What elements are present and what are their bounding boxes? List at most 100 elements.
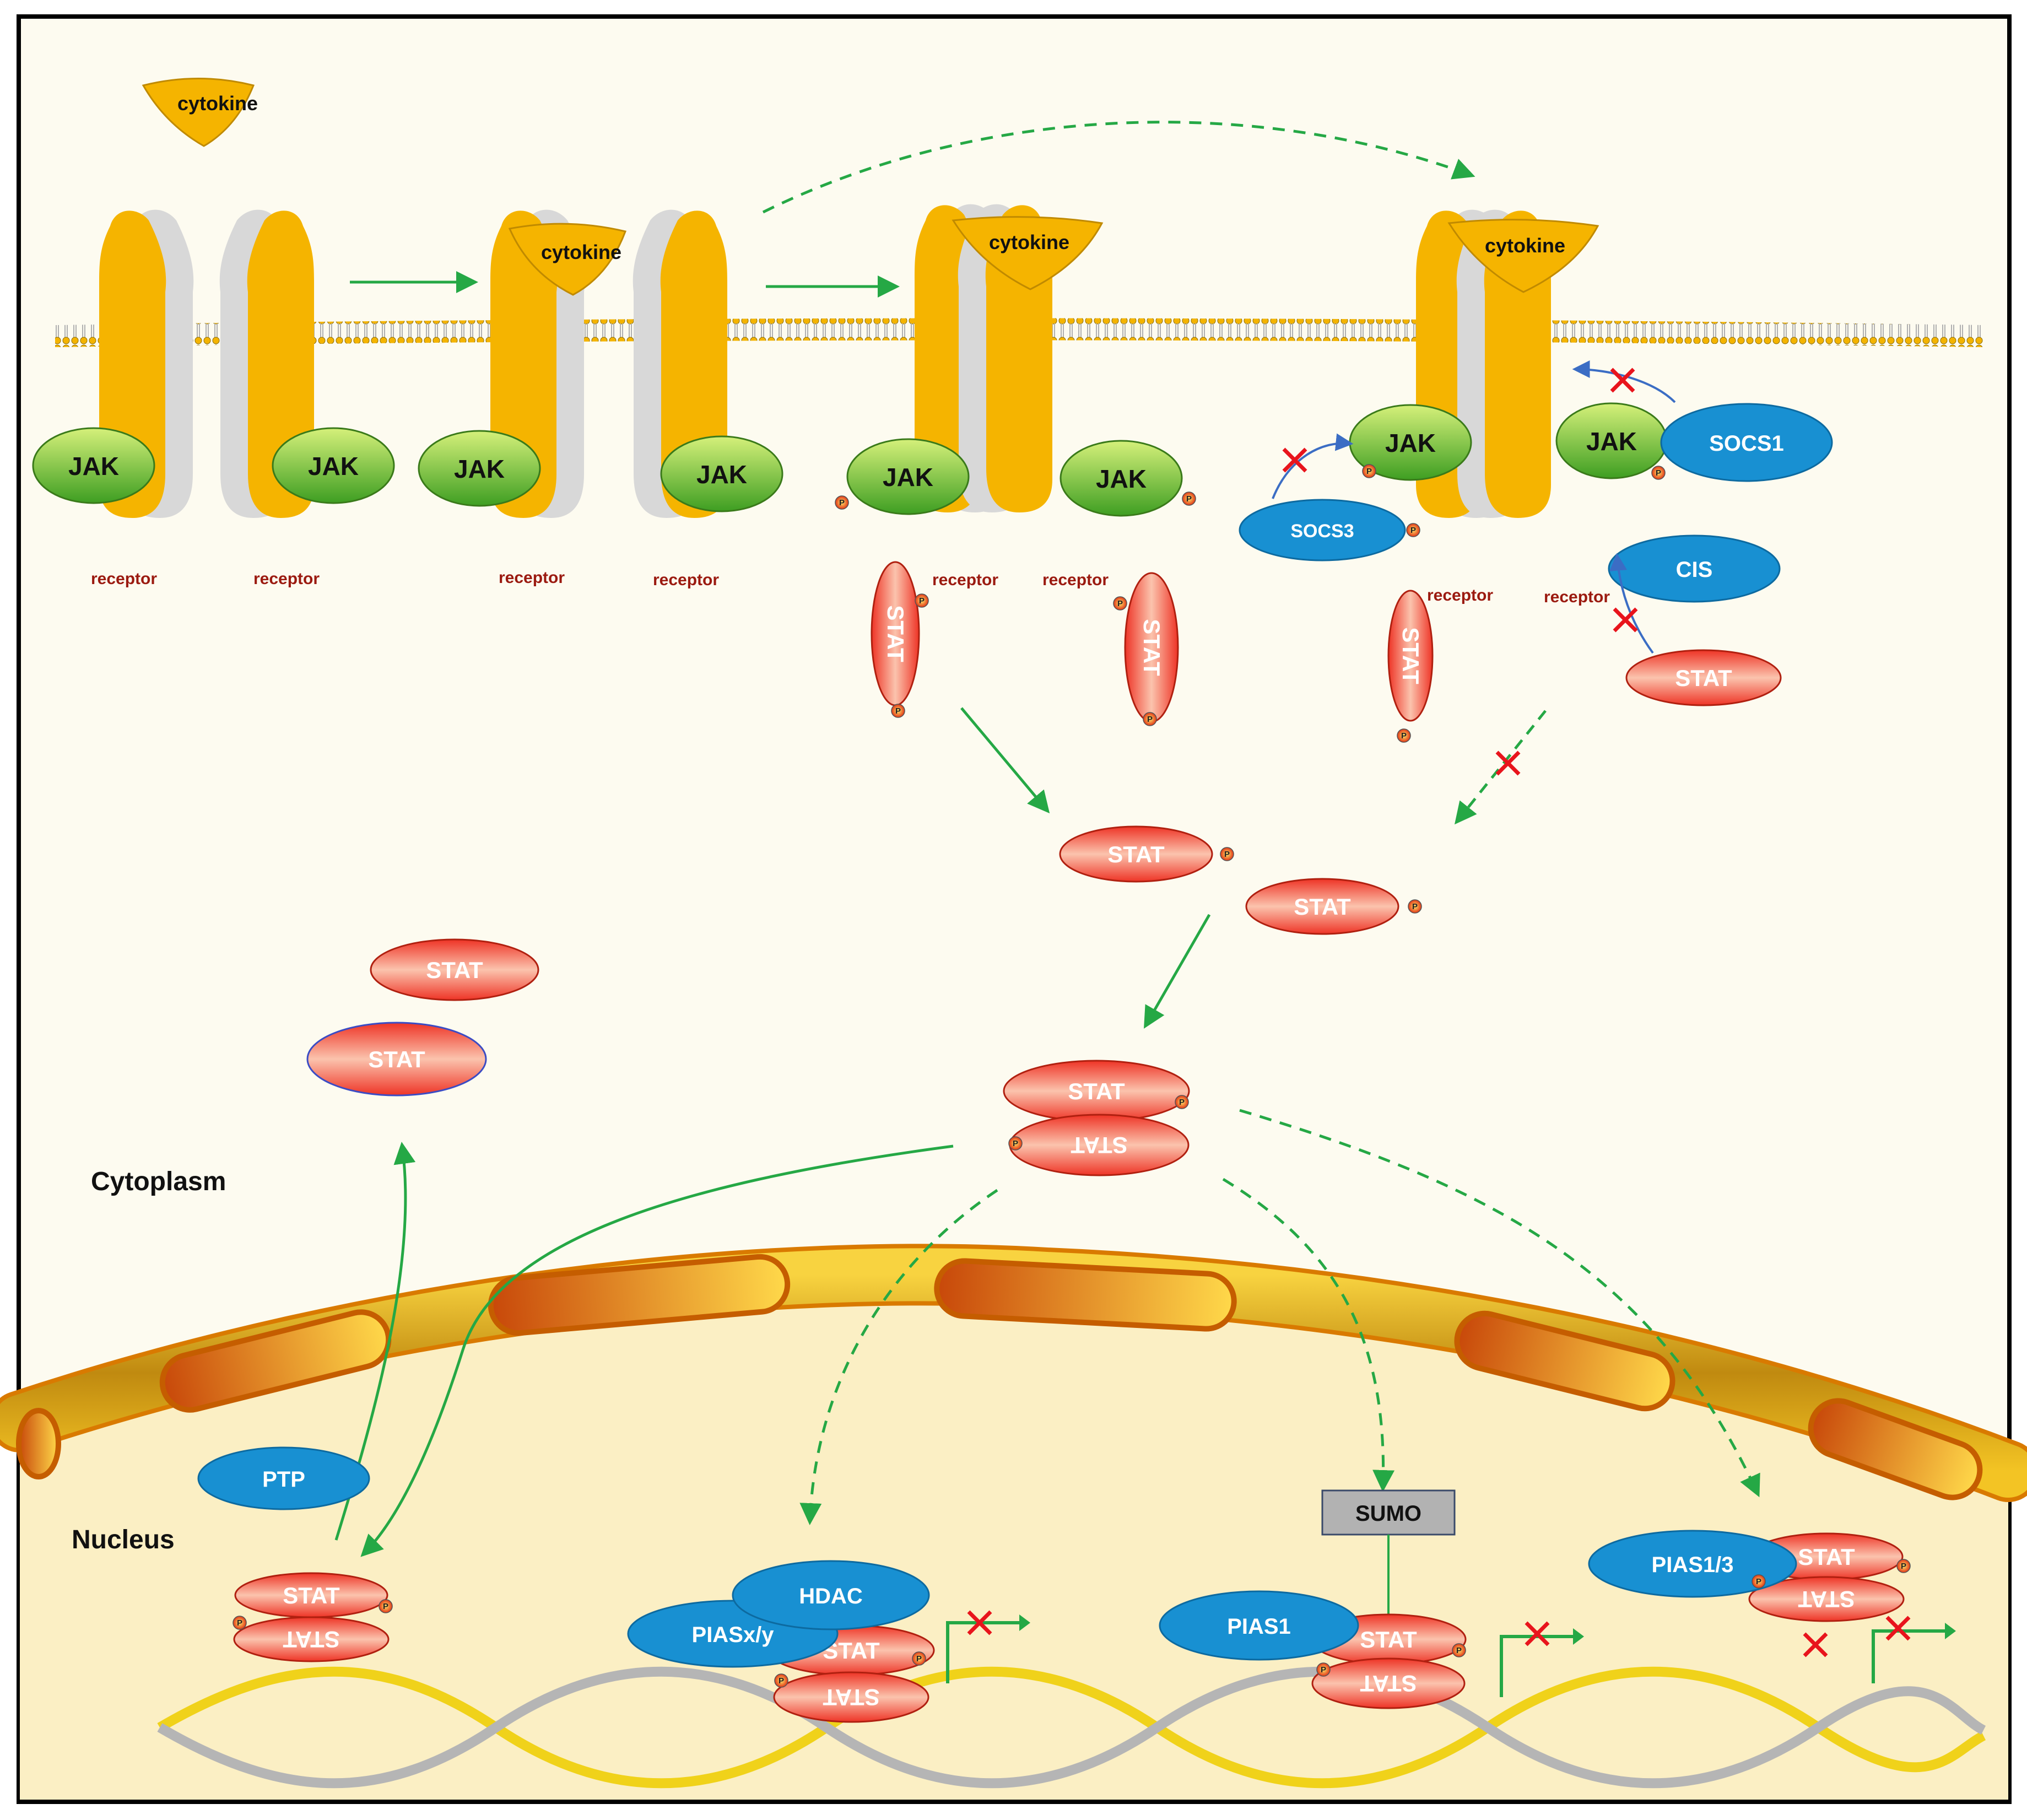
stage-3: cytokine JAK JAK P P receptor receptor S… [835, 204, 1196, 726]
stat-label: STAT [1675, 665, 1732, 691]
stat-protein-dephosphorylated: STAT [306, 1022, 487, 1097]
piasxy-label: PIASx/y [692, 1623, 775, 1647]
stat-label: STAT [1798, 1544, 1855, 1570]
svg-text:P: P [779, 1676, 784, 1686]
stat-label: STAT [1360, 1627, 1417, 1652]
receptor-label: receptor [253, 570, 320, 588]
phosphate-group: P [774, 1673, 788, 1688]
phosphate-group: P [1406, 523, 1420, 537]
nuclear-pore [159, 1309, 392, 1413]
svg-text:P: P [1186, 494, 1192, 504]
nuclear-pore [488, 1254, 791, 1336]
phosphate-group: P [1182, 492, 1196, 506]
stat-label: STAT [426, 957, 483, 983]
activation-arrow [960, 707, 1050, 814]
transcription-start-blocked [946, 1610, 1030, 1683]
phosphate-group: P [1408, 899, 1422, 914]
cytokine-label: cytokine [1485, 234, 1565, 257]
jak-label: JAK [308, 452, 359, 480]
jak-protein: JAK [1555, 402, 1668, 479]
stat-label: STAT [1294, 894, 1351, 920]
stat-dimer: STAT STAT [1003, 1060, 1190, 1176]
stage-1: cytokine JAK JAK receptor receptor [32, 78, 395, 588]
jak-protein: JAK [272, 427, 395, 504]
block-mark [1282, 447, 1307, 473]
stat-label-inverted: STAT [283, 1627, 340, 1652]
svg-text:P: P [1366, 467, 1372, 476]
blocked-arrow [1572, 360, 1676, 403]
block-mark [1495, 750, 1521, 776]
nuclear-pore [1808, 1398, 1983, 1500]
pias13-protein: PIAS1/3 [1588, 1530, 1797, 1598]
phosphate-group: P [1175, 1095, 1189, 1109]
socs1-label: SOCS1 [1709, 431, 1784, 456]
svg-text:P: P [1412, 902, 1418, 911]
pias1-label: PIAS1 [1227, 1614, 1291, 1639]
stat-protein-phosphorylated: STAT [1245, 878, 1399, 935]
jak-protein: JAK [1060, 440, 1183, 517]
transcription-start-blocked [1872, 1616, 1956, 1683]
phosphate-group: P [915, 593, 929, 608]
svg-text:P: P [1179, 1098, 1185, 1107]
nuclear-pore [934, 1258, 1237, 1332]
nuclear-envelope [0, 1244, 2027, 1502]
jak-protein: JAK [32, 427, 155, 504]
stat-dimer-on-dna: STAT STAT [233, 1572, 390, 1662]
cytokine-ligand: cytokine [508, 223, 627, 296]
phosphate-group: P [1452, 1643, 1466, 1657]
phosphate-group: P [835, 495, 849, 510]
svg-text:P: P [1013, 1139, 1018, 1148]
phosphate-group: P [1220, 847, 1234, 861]
jak-protein: JAK [418, 430, 541, 507]
receptor-label: receptor [1427, 586, 1493, 604]
phosphate-group: P [1896, 1559, 1911, 1573]
socs3-protein: SOCS3 [1239, 499, 1406, 561]
jak-label: JAK [68, 452, 119, 480]
stat-label: STAT [368, 1046, 425, 1072]
jak-label: JAK [1586, 427, 1637, 456]
phosphate-group: P [1008, 1136, 1023, 1151]
receptor-label: receptor [932, 571, 998, 589]
hdac-label: HDAC [799, 1584, 863, 1608]
cytokine-label: cytokine [989, 231, 1069, 253]
nuclear-pore [1454, 1310, 1675, 1412]
pias1-protein: PIAS1 [1159, 1590, 1359, 1661]
phosphate-group: P [1143, 712, 1157, 726]
cytoplasm-label: Cytoplasm [91, 1167, 226, 1196]
nuclear-import-arrow [360, 1144, 954, 1557]
stat-protein-dephosphorylated: STAT [370, 938, 539, 1001]
cytokine-label: cytokine [541, 241, 621, 263]
stat-protein-vertical: STAT [1387, 590, 1434, 722]
socs1-protein: SOCS1 [1660, 403, 1833, 482]
phosphate-group: P [1362, 464, 1376, 478]
dashed-arrow-sumo [1222, 1178, 1395, 1492]
dna-helix [157, 1666, 1986, 1789]
nucleus-region [20, 1258, 2008, 1800]
pias13-label: PIAS1/3 [1652, 1553, 1734, 1577]
sumo-label: SUMO [1355, 1502, 1421, 1526]
block-mark [1803, 1632, 1828, 1657]
phosphate-group: P [1316, 1662, 1331, 1677]
svg-text:P: P [1656, 468, 1661, 478]
phosphate-group: P [1651, 466, 1666, 480]
stage-4: cytokine JAK JAK P P receptor receptor S… [1239, 209, 1833, 743]
svg-text:P: P [1756, 1577, 1761, 1586]
stat-label-inverted: STAT [1798, 1586, 1855, 1612]
phosphate-group: P [233, 1616, 247, 1630]
cytokine-ligand: cytokine [1447, 219, 1599, 293]
socs3-label: SOCS3 [1290, 521, 1354, 542]
jak-label: JAK [454, 455, 505, 483]
stat-label: STAT [1068, 1078, 1125, 1104]
blocked-arrow [1609, 553, 1654, 654]
block-mark [1610, 368, 1635, 393]
stat-dimer-bound-pias: STAT STAT [1748, 1532, 1905, 1622]
svg-text:P: P [895, 706, 901, 716]
svg-text:P: P [1901, 1562, 1906, 1571]
phosphate-group: P [379, 1599, 393, 1613]
cytokine-label: cytokine [177, 92, 258, 115]
svg-text:P: P [1147, 715, 1153, 724]
stat-label: STAT [883, 605, 909, 662]
stage-2: cytokine JAK JAK receptor receptor [418, 209, 783, 589]
stat-label-inverted: STAT [823, 1684, 880, 1710]
